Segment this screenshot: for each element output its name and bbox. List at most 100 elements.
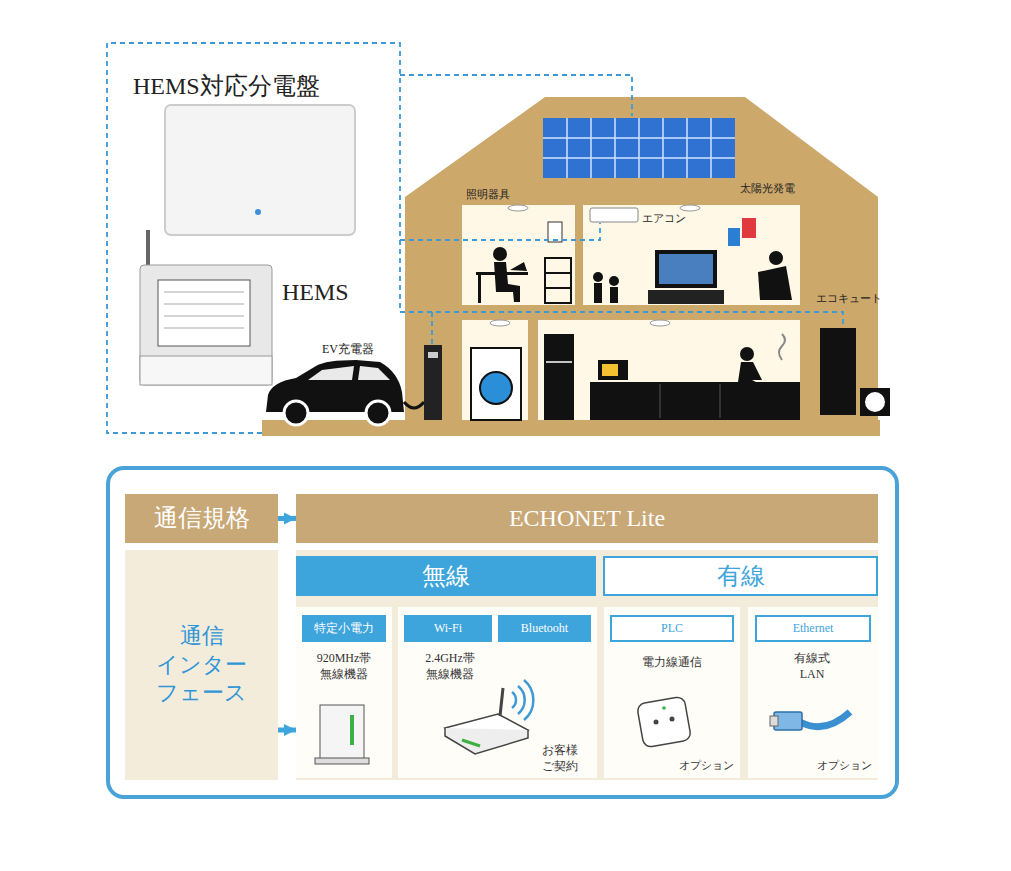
device-card: 電力線通信オプション PLC: [604, 607, 740, 778]
router-side: [445, 728, 528, 754]
node-text: オプション: [679, 759, 734, 772]
house-body: [405, 97, 878, 420]
interface-tag: Bluetooht: [498, 615, 591, 642]
ceiling-light: [650, 320, 670, 326]
car-window: [358, 366, 390, 380]
device-card: 920MHz帯 無線機器特定小電力: [296, 607, 392, 778]
wired-band: 有線: [603, 556, 878, 596]
part-label: 太陽光発電: [740, 182, 795, 195]
ecocute-unit: [860, 388, 890, 416]
steam: [779, 334, 785, 360]
node-text: Wi-Fi: [434, 621, 462, 635]
part-label: 照明器具: [466, 188, 510, 201]
car-wheel: [366, 401, 390, 425]
part-label: HEMS対応分電盤: [133, 72, 320, 101]
ecocute-tank: [820, 328, 856, 415]
node-text: 有線式 LAN: [794, 651, 830, 682]
shelf-lines: [545, 273, 571, 288]
tablet: [548, 222, 562, 242]
fridge-line: [546, 361, 572, 363]
desk-leg: [478, 275, 481, 303]
armchair-person: [758, 266, 792, 300]
radio-base: [315, 758, 369, 764]
dashed-line: [400, 75, 632, 116]
distribution-panel: [165, 105, 355, 235]
node-text: Bluetooht: [521, 621, 568, 635]
solar-grid: [543, 118, 735, 178]
node-text: オプション: [817, 759, 872, 772]
tv-stand: [648, 290, 724, 304]
node-text: 通信規格: [154, 504, 250, 533]
room: [462, 205, 575, 305]
lan-cable: [800, 712, 850, 727]
radio-unit: [320, 705, 364, 759]
node-text: PLC: [661, 621, 683, 635]
plc-pin: [670, 717, 675, 722]
microwave-window: [602, 364, 618, 376]
hems-link-lines: [107, 43, 843, 433]
wall-picture: [728, 228, 740, 246]
card-ground: [604, 607, 740, 778]
dashed-line: [431, 312, 433, 344]
person-head: [493, 247, 507, 261]
room: [583, 205, 800, 305]
router-led: [462, 740, 480, 746]
room: [462, 320, 528, 420]
charging-cable: [404, 402, 424, 408]
child-head: [593, 272, 603, 282]
controller-antenna: [146, 230, 150, 268]
interface-tag: PLC: [610, 615, 734, 642]
node-text: 特定小電力: [314, 621, 374, 635]
ceiling-light: [490, 320, 510, 326]
tv-screen: [659, 254, 713, 284]
node-text: 有線: [717, 562, 765, 591]
controller-base: [140, 356, 272, 385]
part-label: EV充電器: [322, 342, 374, 356]
interface-tag: 特定小電力: [302, 615, 386, 642]
dashed-line: [107, 43, 400, 433]
hems-controller: [140, 265, 272, 385]
person-head: [740, 347, 754, 361]
radio-led: [350, 715, 354, 745]
room: [538, 320, 800, 420]
interface-box: 通信 インター フェース: [125, 550, 278, 780]
ceiling-light: [508, 205, 528, 211]
router-antenna: [500, 688, 503, 716]
person-body: [738, 362, 762, 382]
node-text: Ethernet: [793, 621, 834, 635]
part-label: エコキュート: [816, 292, 882, 305]
television: [655, 250, 717, 288]
controller-screen: [158, 280, 250, 346]
plc-led: [662, 706, 666, 710]
wifi-waves: [512, 680, 533, 720]
kitchen-counter: [590, 382, 800, 420]
interface-tag: Ethernet: [755, 615, 871, 642]
interface-tag: Wi-Fi: [404, 615, 492, 642]
car-window: [308, 366, 354, 380]
plc-pin: [654, 720, 659, 725]
node-text: 通信 インター フェース: [156, 622, 247, 708]
screen-rows: [164, 292, 244, 328]
person-head: [769, 251, 783, 265]
part-label: HEMS: [282, 278, 349, 307]
charger-display: [428, 352, 438, 358]
counter-lines: [660, 384, 720, 418]
flow-arrow: [278, 728, 296, 733]
dashed-line: [400, 223, 600, 240]
device-card: 2.4GHz帯 無線機器お客様 ご契約Wi-FiBluetooht: [398, 607, 597, 778]
device-card: 有線式 LAN オプション Ethernet: [748, 607, 878, 778]
ecocute-fan: [865, 392, 885, 412]
child-body: [594, 283, 602, 303]
node-text: ECHONET Lite: [509, 504, 665, 533]
laptop: [510, 262, 527, 271]
wall-picture: [742, 218, 756, 238]
child-body: [610, 287, 618, 303]
part-label: エアコン: [642, 212, 686, 225]
car-wheel: [284, 401, 308, 425]
solar-panel: [543, 118, 735, 178]
card-ground: [748, 607, 878, 778]
ground-strip: [262, 420, 880, 436]
node-text: 電力線通信: [642, 655, 702, 669]
plc-adapter: [637, 696, 692, 748]
node-text: 無線: [422, 562, 470, 591]
